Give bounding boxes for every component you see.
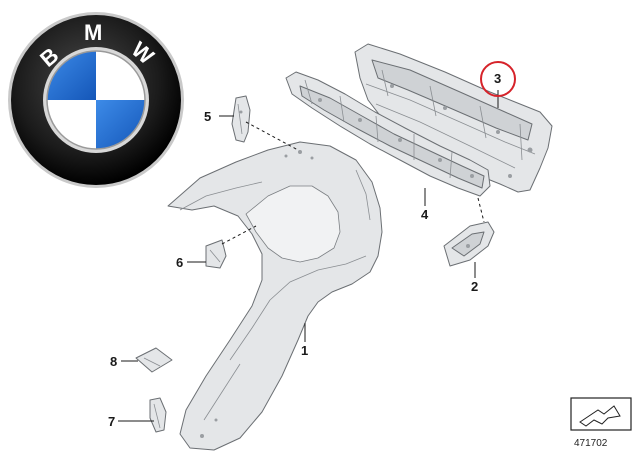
callout-6: 6 xyxy=(176,255,183,270)
callout-labels: 5 6 8 7 1 4 2 3 xyxy=(108,71,501,429)
callout-5: 5 xyxy=(204,109,211,124)
diagram-id-block: 471702 xyxy=(570,397,632,449)
bmw-letter-m: M xyxy=(84,20,102,45)
callout-2: 2 xyxy=(471,279,478,294)
arrow-icon xyxy=(579,405,621,427)
part-2-bracket xyxy=(443,221,495,267)
part-6-bracket xyxy=(205,239,227,269)
part-8-plate xyxy=(135,347,173,373)
part-4-rail xyxy=(285,71,491,197)
callout-7: 7 xyxy=(108,414,115,429)
part-1-side-panel xyxy=(167,141,383,451)
bmw-logo: B M W xyxy=(8,12,184,188)
callout-4: 4 xyxy=(421,207,429,222)
leader-lines xyxy=(118,90,499,422)
part-5-bracket xyxy=(231,95,251,143)
diagram-number: 471702 xyxy=(574,438,608,449)
callout-3: 3 xyxy=(494,71,501,86)
callout-8: 8 xyxy=(110,354,117,369)
part-3-rear-panel xyxy=(354,43,553,193)
callout-1: 1 xyxy=(301,343,308,358)
part-7-clip xyxy=(149,397,167,433)
highlight-circle xyxy=(480,61,516,97)
